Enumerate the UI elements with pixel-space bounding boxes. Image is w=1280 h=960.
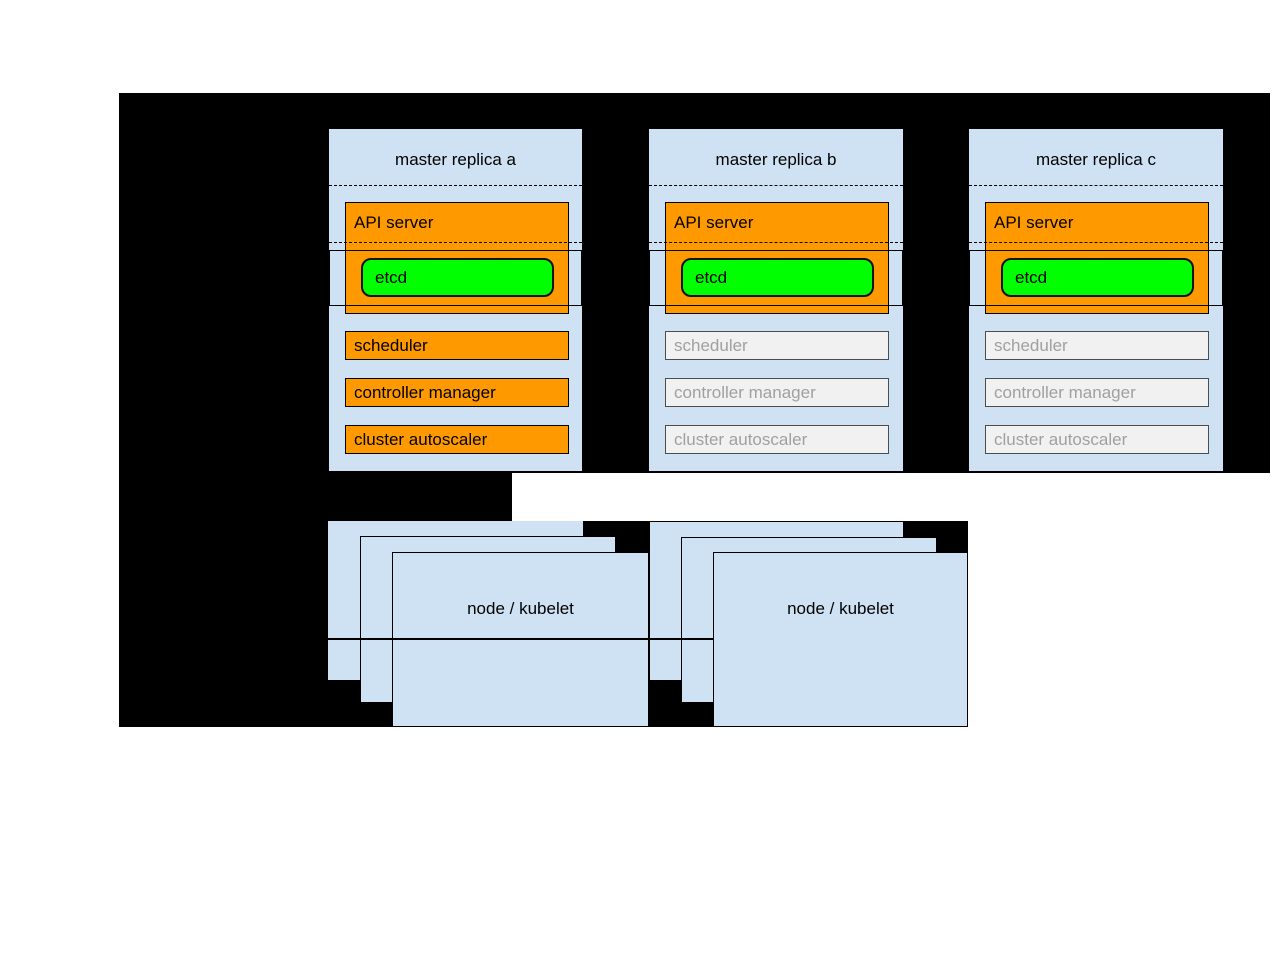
node-kubelet-label: node / kubelet — [467, 599, 574, 618]
master-replica-a-box: master replica a API server etcd schedul… — [328, 128, 583, 472]
dashed-separator — [969, 185, 1223, 186]
dashed-separator — [649, 185, 903, 186]
master-replica-c-box: master replica c API server etcd schedul… — [968, 128, 1224, 472]
controller-manager-box: controller manager — [985, 378, 1209, 407]
etcd-label: etcd — [375, 268, 408, 287]
etcd-box: etcd — [681, 258, 874, 297]
api-server-label: API server — [994, 213, 1074, 232]
etcd-quorum-band — [969, 250, 1223, 306]
etcd-label: etcd — [695, 268, 728, 287]
api-server-label: API server — [674, 213, 754, 232]
master-replica-title: master replica a — [395, 150, 516, 169]
controller-manager-box: controller manager — [345, 378, 569, 407]
dashed-separator — [969, 242, 1223, 243]
node-kubelet-box-2: node / kubelet — [713, 552, 968, 727]
cluster-autoscaler-box: cluster autoscaler — [985, 425, 1209, 454]
api-server-label: API server — [354, 213, 434, 232]
dashed-separator — [329, 185, 582, 186]
etcd-box: etcd — [361, 258, 554, 297]
master-replica-b-box: master replica b API server etcd schedul… — [648, 128, 904, 472]
master-replica-title: master replica b — [715, 150, 837, 169]
node-kubelet-label: node / kubelet — [787, 599, 894, 618]
scheduler-box: scheduler — [985, 331, 1209, 360]
etcd-quorum-band — [329, 250, 582, 306]
scheduler-box: scheduler — [665, 331, 889, 360]
cluster-autoscaler-box: cluster autoscaler — [665, 425, 889, 454]
dashed-separator — [329, 242, 582, 243]
etcd-quorum-band — [649, 250, 903, 306]
node-title-separator-line — [328, 638, 713, 640]
master-replica-title: master replica c — [1036, 150, 1156, 169]
etcd-box: etcd — [1001, 258, 1194, 297]
controller-manager-box: controller manager — [665, 378, 889, 407]
cluster-autoscaler-box: cluster autoscaler — [345, 425, 569, 454]
scheduler-box: scheduler — [345, 331, 569, 360]
etcd-label: etcd — [1015, 268, 1048, 287]
dashed-separator — [649, 242, 903, 243]
